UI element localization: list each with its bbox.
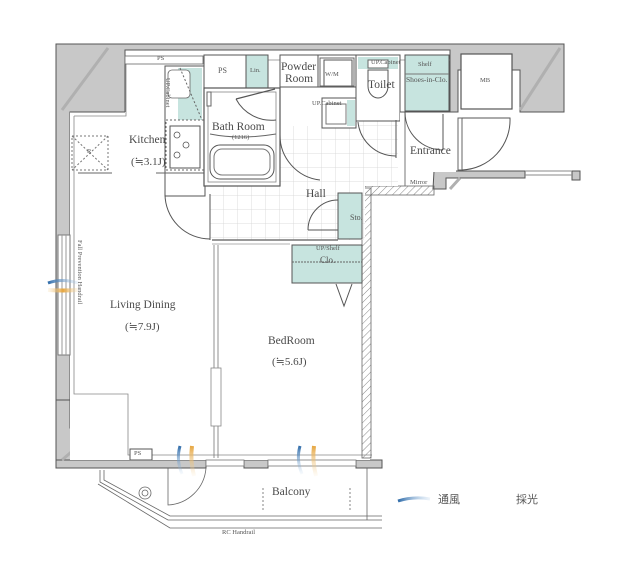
sto-label: Sto. xyxy=(350,213,363,222)
powder-room-label: Powder xyxy=(281,61,317,73)
up-cabinet-powder-label: UP.Cabinet xyxy=(312,100,342,107)
mirror-label: Mirror xyxy=(410,179,428,186)
bath-room-label: Bath Room xyxy=(212,121,265,133)
bedroom-area: (≒5.6J) xyxy=(272,356,307,368)
bedroom-label: BedRoom xyxy=(268,335,315,347)
legend-ventilation-label: 通風 xyxy=(438,493,460,506)
living-dining-label: Living Dining xyxy=(110,299,176,311)
wm-label: W/M xyxy=(325,71,339,78)
bath-size-label: (1216) xyxy=(232,134,250,141)
legend-daylight-label: 採光 xyxy=(516,493,538,506)
up-cabinet-kitchen-label: UP.Cabinet xyxy=(164,78,171,108)
airflow-indicators xyxy=(47,279,318,477)
up-shelf-label: UP/Shelf xyxy=(316,245,340,252)
ps-bottom-label: PS xyxy=(134,450,142,457)
legend: 通風 採光 xyxy=(396,491,538,507)
hall-label: Hall xyxy=(306,188,326,200)
balcony-label: Balcony xyxy=(272,486,311,498)
clo-label: Clo. xyxy=(320,255,336,265)
ps-box-label: PS xyxy=(218,66,227,75)
ventilation-swatch-icon xyxy=(397,496,431,503)
living-dining-area: (≒7.9J) xyxy=(125,321,160,333)
shoes-in-clo-label: Shoes-in-Clo. xyxy=(406,75,448,84)
entrance-label: Entrance xyxy=(410,145,451,157)
toilet-label: Toilet xyxy=(368,79,395,91)
powder-room-label-2: Room xyxy=(285,73,314,85)
kitchen-area: (≒3.1J) xyxy=(131,156,166,168)
daylight-swatch-icon xyxy=(476,497,508,501)
ps-top-label: PS xyxy=(157,55,165,62)
rc-handrail-label: RC Handrail xyxy=(222,529,256,536)
shelf-label: Shelf xyxy=(418,61,432,68)
fall-prevention-label: Fall Prevention Handrail xyxy=(76,240,83,305)
mb-label: MB xyxy=(480,77,491,84)
up-cabinet-toilet-label: UP.Cabinet xyxy=(371,59,401,66)
refrigerator-label: R xyxy=(87,148,92,155)
lin-label: Lin. xyxy=(250,67,261,74)
kitchen-label: Kitchen xyxy=(129,134,166,146)
